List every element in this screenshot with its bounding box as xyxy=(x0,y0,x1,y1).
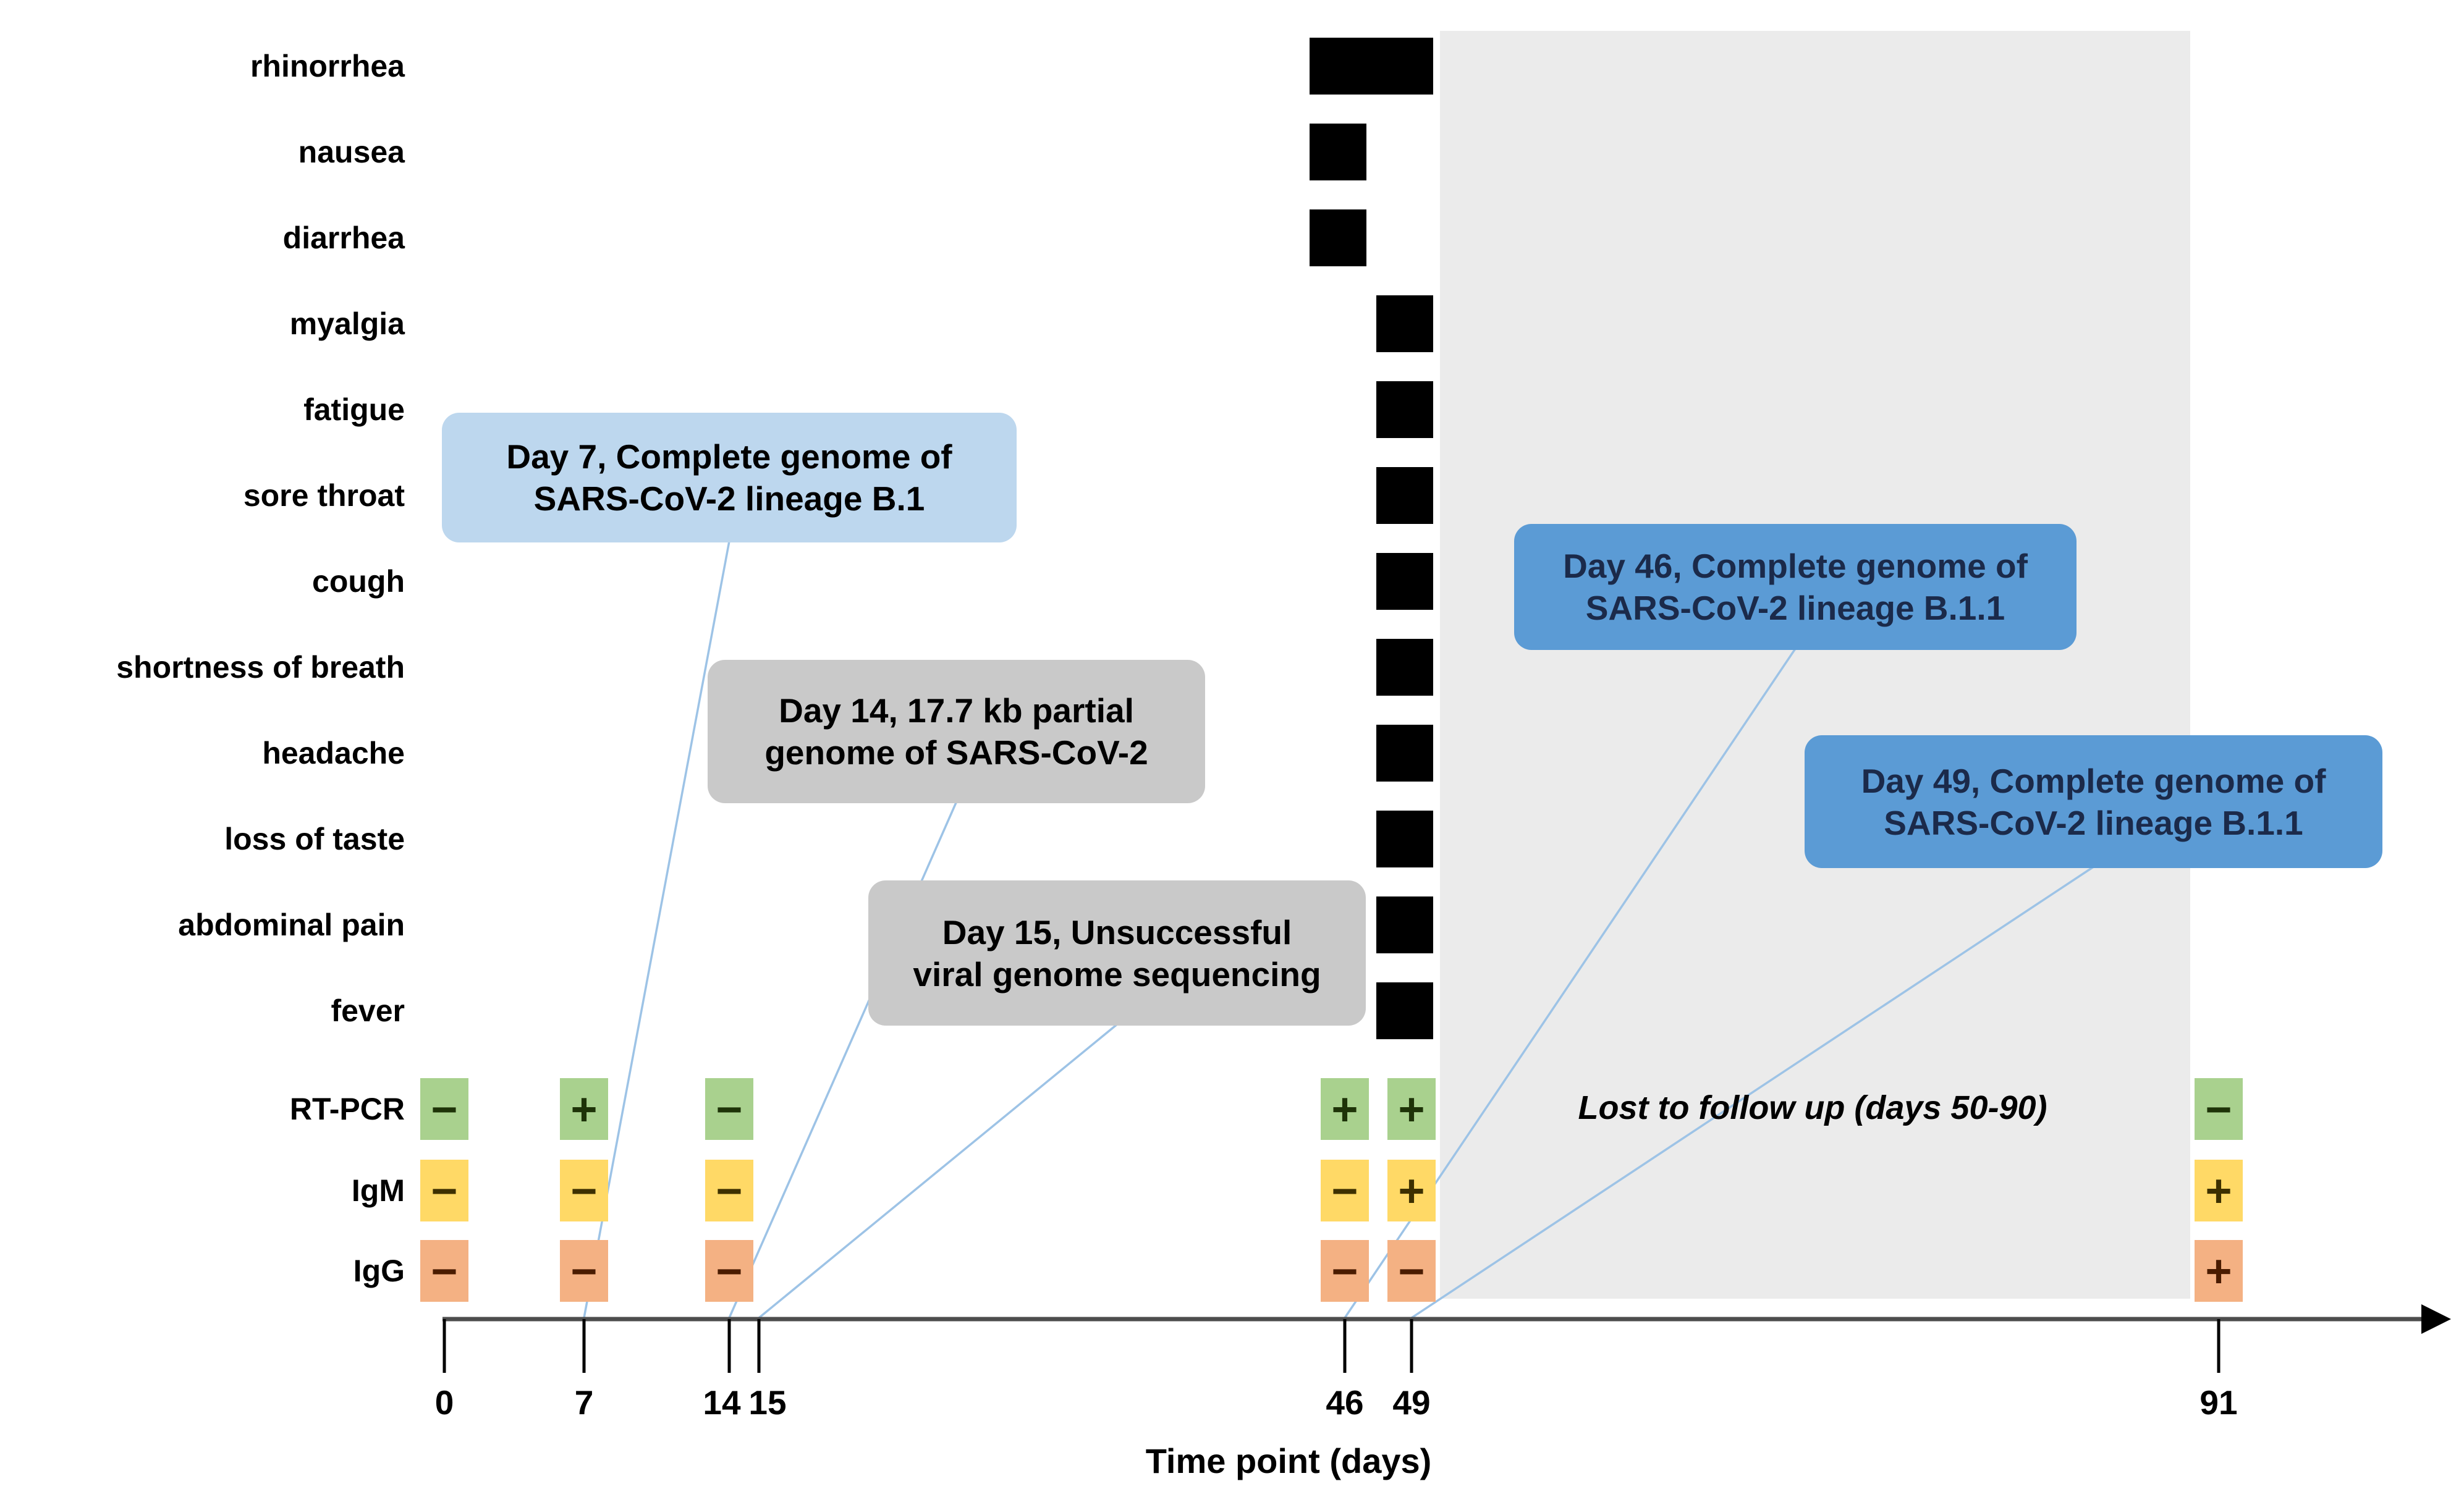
annotation-text-line: Day 7, Complete genome of xyxy=(506,437,952,476)
annotation-connector-line xyxy=(583,541,730,1318)
test-result-sign: + xyxy=(2205,1165,2232,1217)
symptom-row-label: cough xyxy=(312,564,405,599)
test-result-box: − xyxy=(1321,1160,1369,1221)
test-result-box: − xyxy=(560,1160,608,1221)
test-row-label: IgM xyxy=(351,1173,405,1208)
annotation-connector-line xyxy=(1411,866,2094,1319)
test-result-sign: + xyxy=(1398,1083,1425,1135)
test-result-sign: + xyxy=(1331,1083,1358,1135)
symptom-row-label: fever xyxy=(331,993,405,1028)
symptom-row-label: myalgia xyxy=(289,306,405,341)
test-result-box: + xyxy=(2195,1160,2243,1221)
test-result-sign: − xyxy=(1398,1245,1425,1297)
annotation-text-line: SARS-CoV-2 lineage B.1.1 xyxy=(1884,803,2303,842)
test-result-sign: − xyxy=(1331,1165,1358,1217)
annotation-text-line: Day 49, Complete genome of xyxy=(1861,761,2326,800)
x-axis-tick-label: 46 xyxy=(1326,1383,1364,1422)
test-result-box: − xyxy=(1387,1240,1436,1302)
x-axis-tick-label: 49 xyxy=(1392,1383,1431,1422)
annotation-day46-callout: Day 46, Complete genome of SARS-CoV-2 li… xyxy=(1514,524,2077,650)
symptom-row-label: rhinorrhea xyxy=(250,49,405,83)
test-result-box: + xyxy=(1387,1078,1436,1140)
symptom-row-label: loss of taste xyxy=(224,822,405,856)
symptom-episode-bar xyxy=(1376,467,1433,524)
test-result-box: − xyxy=(420,1078,468,1140)
x-axis-tick-label: 91 xyxy=(2199,1383,2238,1422)
symptom-episode-bar xyxy=(1310,209,1366,266)
symptom-episode-bar xyxy=(1376,553,1433,610)
symptom-episode-bar xyxy=(1376,295,1433,352)
test-result-sign: + xyxy=(2205,1245,2232,1297)
test-result-box: + xyxy=(2195,1240,2243,1302)
test-result-box: + xyxy=(1321,1078,1369,1140)
symptom-episode-bar xyxy=(1376,811,1433,867)
test-result-sign: − xyxy=(431,1165,458,1217)
x-axis-tick-label: 0 xyxy=(434,1383,454,1422)
symptom-episode-bar xyxy=(1376,639,1433,696)
test-result-box: + xyxy=(560,1078,608,1140)
test-row-label: RT-PCR xyxy=(289,1092,405,1126)
lost-to-follow-up-label: Lost to follow up (days 50-90) xyxy=(1578,1089,2047,1126)
lost-to-follow-up-region xyxy=(1440,31,2190,1299)
annotation-text-line: Day 14, 17.7 kb partial xyxy=(779,691,1134,730)
test-result-box: − xyxy=(705,1160,753,1221)
x-axis-tick-label: 14 xyxy=(703,1383,741,1422)
symptom-episode-bar xyxy=(1376,381,1433,438)
symptom-episode-bar xyxy=(1310,124,1366,180)
x-axis-tick-label: 15 xyxy=(748,1383,787,1422)
test-result-sign: − xyxy=(431,1245,458,1297)
symptom-episode-bar xyxy=(1376,896,1433,953)
symptom-episode-bar xyxy=(1310,38,1433,95)
test-result-sign: − xyxy=(716,1245,743,1297)
test-result-box: − xyxy=(420,1160,468,1221)
test-result-box: − xyxy=(420,1240,468,1302)
test-result-sign: − xyxy=(570,1245,598,1297)
test-result-sign: − xyxy=(2205,1083,2232,1135)
annotation-text-line: genome of SARS-CoV-2 xyxy=(764,733,1148,772)
test-result-sign: − xyxy=(570,1165,598,1217)
symptom-row-label: sore throat xyxy=(243,478,405,513)
test-result-box: − xyxy=(705,1240,753,1302)
test-result-box: − xyxy=(560,1240,608,1302)
test-result-sign: − xyxy=(716,1083,743,1135)
test-row-label: IgG xyxy=(353,1254,405,1288)
test-result-box: + xyxy=(1387,1160,1436,1221)
symptom-row-label: fatigue xyxy=(303,392,405,427)
annotation-text-line: Day 15, Unsuccessful xyxy=(942,913,1292,951)
symptom-episode-bar xyxy=(1376,725,1433,782)
annotation-text-line: Day 46, Complete genome of xyxy=(1563,547,2028,585)
annotation-text-line: SARS-CoV-2 lineage B.1 xyxy=(533,479,925,518)
annotation-day49-callout: Day 49, Complete genome of SARS-CoV-2 li… xyxy=(1805,735,2382,868)
test-result-box: − xyxy=(2195,1078,2243,1140)
test-result-box: − xyxy=(1321,1240,1369,1302)
symptom-row-label: abdominal pain xyxy=(178,908,405,942)
test-result-sign: − xyxy=(1331,1245,1358,1297)
annotation-text-line: SARS-CoV-2 lineage B.1.1 xyxy=(1585,589,2005,627)
annotation-text-line: viral genome sequencing xyxy=(913,955,1321,993)
test-result-sign: − xyxy=(431,1083,458,1135)
symptom-episode-bar xyxy=(1376,982,1433,1039)
x-axis-title: Time point (days) xyxy=(1145,1441,1432,1480)
test-result-sign: + xyxy=(570,1083,598,1135)
test-result-sign: + xyxy=(1398,1165,1425,1217)
symptom-row-label: headache xyxy=(262,736,405,770)
annotation-day7-callout: Day 7, Complete genome of SARS-CoV-2 lin… xyxy=(442,413,1017,542)
x-axis-tick-label: 7 xyxy=(574,1383,594,1422)
symptom-row-label: nausea xyxy=(298,135,405,169)
annotation-day14-callout: Day 14, 17.7 kb partial genome of SARS-C… xyxy=(708,660,1205,803)
annotation-day15-callout: Day 15, Unsuccessful viral genome sequen… xyxy=(868,880,1366,1026)
test-result-sign: − xyxy=(716,1165,743,1217)
symptom-row-label: diarrhea xyxy=(282,221,405,255)
x-axis-arrowhead xyxy=(2421,1304,2451,1334)
test-result-box: − xyxy=(705,1078,753,1140)
symptom-row-label: shortness of breath xyxy=(116,650,405,685)
annotation-connector-line xyxy=(758,1023,1118,1319)
